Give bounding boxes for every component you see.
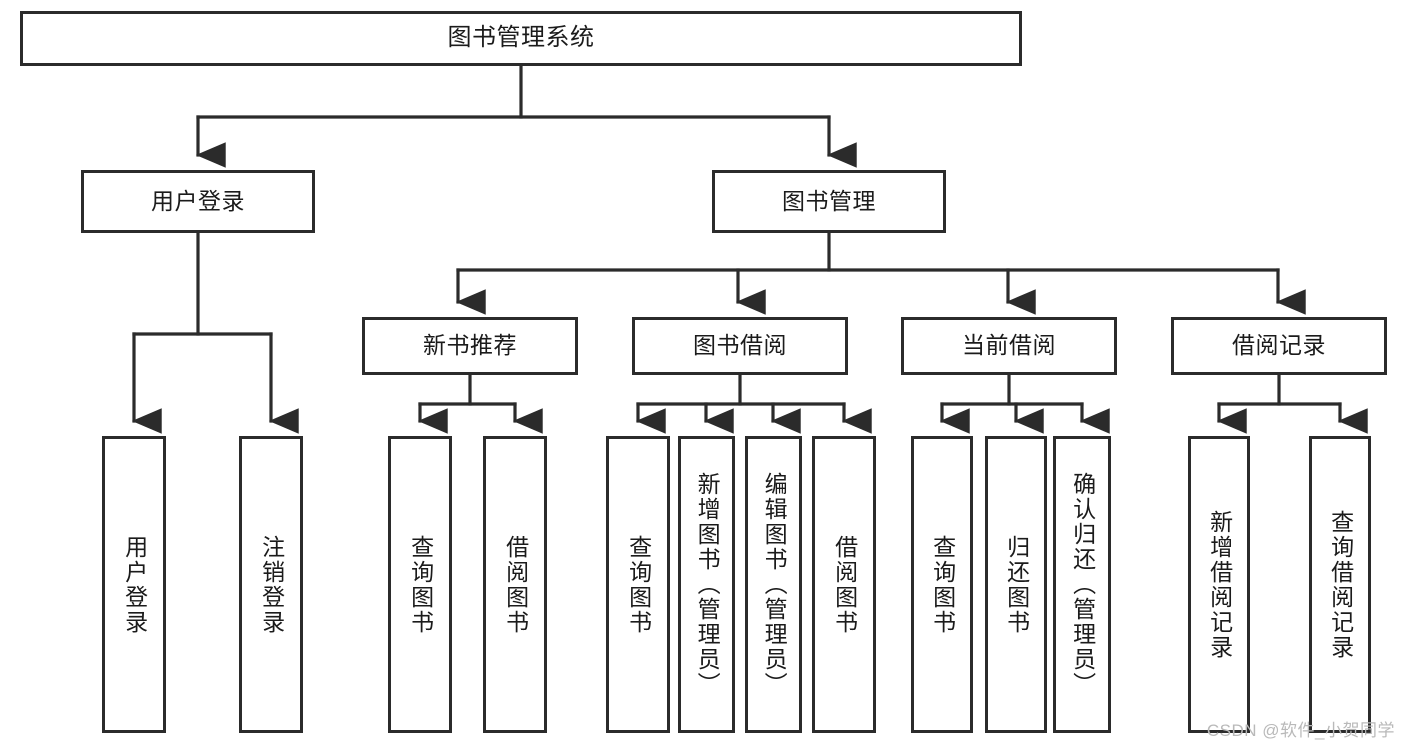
node-label: 新增借阅记录 <box>1206 509 1233 660</box>
node-label: 图书管理系统 <box>447 24 595 52</box>
node-label: 借阅图书 <box>831 534 858 635</box>
node-label: 查询图书 <box>407 534 434 635</box>
leaf-edit-book-admin[interactable]: 编辑图书（管理员） <box>745 436 802 733</box>
node-label: 查询图书 <box>929 534 956 635</box>
node-label: 借阅记录 <box>1232 332 1326 359</box>
node-label: 图书借阅 <box>693 332 787 359</box>
node-current-borrow[interactable]: 当前借阅 <box>901 317 1117 375</box>
leaf-confirm-return-admin[interactable]: 确认归还（管理员） <box>1053 436 1111 733</box>
node-label: 确认归还（管理员） <box>1069 472 1096 697</box>
node-label: 查询借阅记录 <box>1327 509 1354 660</box>
node-label: 归还图书 <box>1003 534 1030 635</box>
node-user-login[interactable]: 用户登录 <box>81 170 315 233</box>
leaf-user-login[interactable]: 用户登录 <box>102 436 166 733</box>
node-label: 图书管理 <box>782 187 876 214</box>
node-label: 用户登录 <box>121 534 148 635</box>
leaf-borrow-book[interactable]: 借阅图书 <box>812 436 876 733</box>
leaf-query-book-borrow[interactable]: 查询图书 <box>606 436 670 733</box>
node-label: 编辑图书（管理员） <box>761 472 788 697</box>
node-root-system[interactable]: 图书管理系统 <box>20 11 1022 66</box>
node-label: 新增图书（管理员） <box>694 472 721 697</box>
node-book-management[interactable]: 图书管理 <box>712 170 946 233</box>
node-book-borrow[interactable]: 图书借阅 <box>632 317 848 375</box>
leaf-borrow-book-recommend[interactable]: 借阅图书 <box>483 436 547 733</box>
leaf-user-logout[interactable]: 注销登录 <box>239 436 303 733</box>
leaf-query-borrow-record[interactable]: 查询借阅记录 <box>1309 436 1371 733</box>
leaf-query-book-current[interactable]: 查询图书 <box>911 436 973 733</box>
node-label: 当前借阅 <box>962 332 1056 359</box>
leaf-return-book[interactable]: 归还图书 <box>985 436 1047 733</box>
node-label: 借阅图书 <box>502 534 529 635</box>
node-new-book-recommend[interactable]: 新书推荐 <box>362 317 578 375</box>
node-label: 注销登录 <box>258 534 285 635</box>
node-label: 查询图书 <box>625 534 652 635</box>
node-label: 新书推荐 <box>423 332 517 359</box>
watermark: CSDN @软件_小贺同学 <box>1206 721 1395 740</box>
leaf-query-book-recommend[interactable]: 查询图书 <box>388 436 452 733</box>
node-label: 用户登录 <box>151 187 245 214</box>
leaf-add-book-admin[interactable]: 新增图书（管理员） <box>678 436 735 733</box>
leaf-add-borrow-record[interactable]: 新增借阅记录 <box>1188 436 1250 733</box>
node-borrow-records[interactable]: 借阅记录 <box>1171 317 1387 375</box>
